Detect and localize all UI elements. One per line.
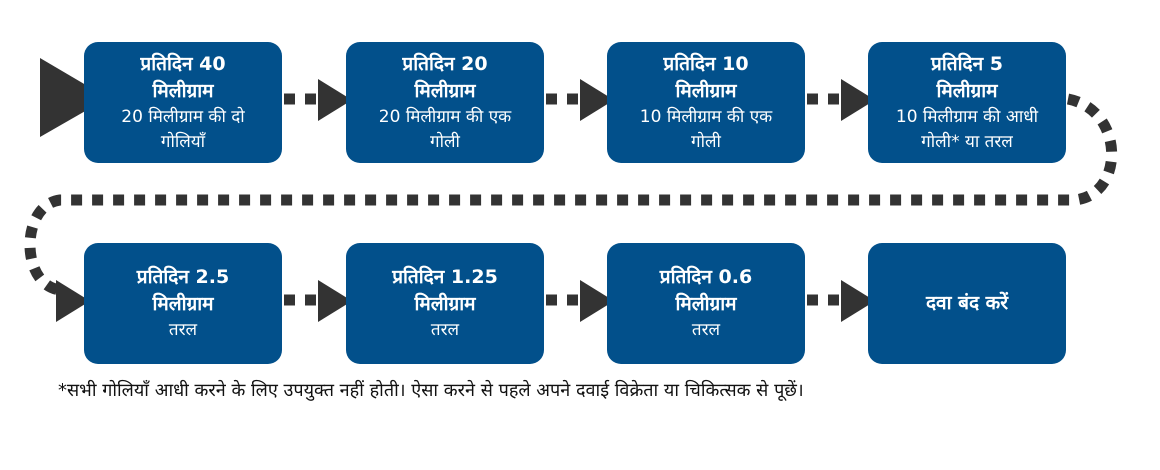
stop-medication-label: दवा बंद करें [925,292,1009,314]
step-title: प्रतिदिन 10 [663,52,749,75]
step-title: प्रतिदिन 40 [140,52,226,75]
step-title-unit: मिलीग्राम [152,293,214,315]
step-title: प्रतिदिन 2.5 [136,266,230,288]
step-desc: 20 मिलीग्राम की दो [121,106,245,127]
arrow-icon [580,79,614,121]
step-title: प्रतिदिन 5 [931,52,1003,75]
step-box-2: प्रतिदिन 20 मिलीग्राम 20 मिलीग्राम की एक… [346,42,544,163]
step-title: प्रतिदिन 1.25 [392,266,498,288]
arrow-icon [841,280,875,322]
step-title-unit: मिलीग्राम [936,79,998,102]
step-desc: 10 मिलीग्राम की आधी [895,106,1039,127]
step-title-unit: मिलीग्राम [414,293,476,315]
step-desc: गोली [430,131,460,152]
step-desc: 10 मिलीग्राम की एक [639,106,773,127]
step-desc: तरल [691,320,721,340]
step-desc: गोलियाँ [160,131,206,152]
step-title-unit: मिलीग्राम [414,79,476,102]
arrow-icon [318,79,352,121]
step-box-3: प्रतिदिन 10 मिलीग्राम 10 मिलीग्राम की एक… [607,42,805,163]
arrow-icon [56,280,90,322]
step-title: प्रतिदिन 20 [402,52,488,75]
arrow-icon [580,280,614,322]
start-arrow-icon [40,58,108,137]
arrow-icon [318,280,352,322]
step-desc: तरल [168,320,198,340]
step-title-unit: मिलीग्राम [675,79,737,102]
step-box-7: प्रतिदिन 0.6 मिलीग्राम तरल [607,243,805,364]
step-box-4: प्रतिदिन 5 मिलीग्राम 10 मिलीग्राम की आधी… [868,42,1066,163]
step-desc: 20 मिलीग्राम की एक [378,106,512,127]
step-desc: गोली* या तरल [921,131,1013,152]
step-title-unit: मिलीग्राम [152,79,214,102]
step-box-5: प्रतिदिन 2.5 मिलीग्राम तरल [84,243,282,364]
step-desc: गोली [691,131,721,152]
step-title: प्रतिदिन 0.6 [659,266,753,288]
step-box-stop: दवा बंद करें [868,243,1066,364]
footnote: *सभी गोलियाँ आधी करने के लिए उपयुक्त नही… [58,380,804,401]
step-title-unit: मिलीग्राम [675,293,737,315]
arrow-icon [841,79,875,121]
step-box-6: प्रतिदिन 1.25 मिलीग्राम तरल [346,243,544,364]
step-desc: तरल [430,320,460,340]
step-box-1: प्रतिदिन 40 मिलीग्राम 20 मिलीग्राम की दो… [84,42,282,163]
